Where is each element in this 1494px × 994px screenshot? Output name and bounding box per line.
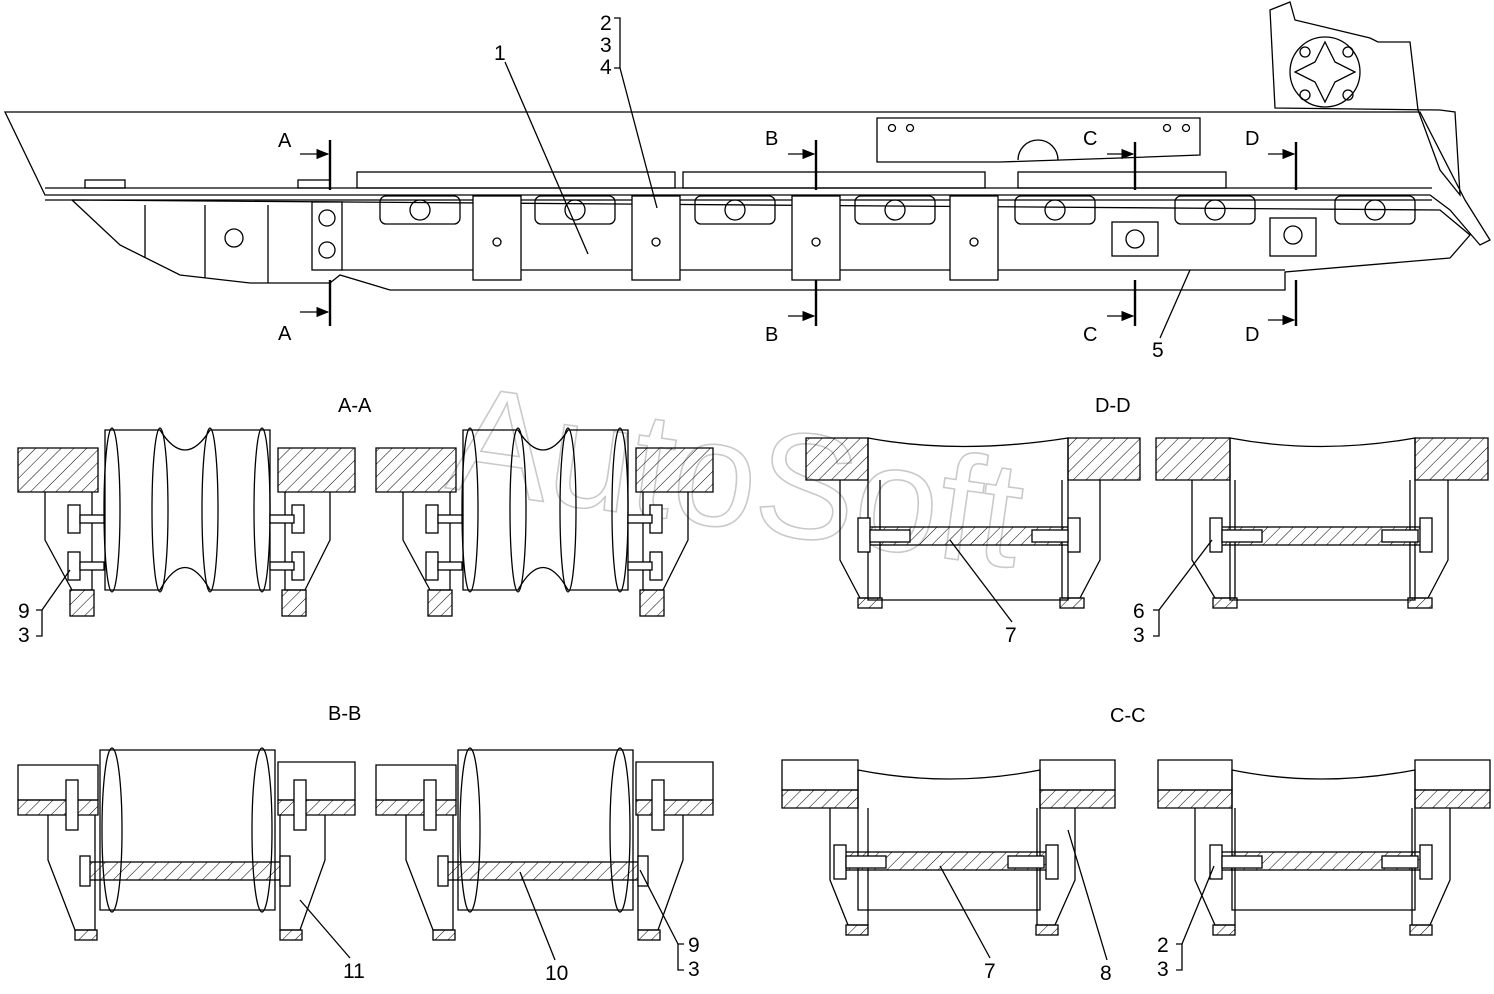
callout-3-cc: 3 xyxy=(1157,958,1169,981)
callout-8: 8 xyxy=(1100,962,1112,985)
callout-3-top: 3 xyxy=(600,34,612,57)
callout-1: 1 xyxy=(494,42,506,65)
section-letter-a-top: A xyxy=(278,130,292,152)
guard-brackets xyxy=(472,195,1317,281)
section-letter-c-top: C xyxy=(1083,128,1097,150)
section-letter-d-bottom: D xyxy=(1245,324,1259,346)
frame-beam xyxy=(3,111,1491,246)
section-lines xyxy=(300,140,1298,326)
callout-11: 11 xyxy=(343,960,365,983)
callout-2-cc: 2 xyxy=(1157,934,1169,957)
section-d-d: D-D 7 6 3 xyxy=(805,395,1489,647)
callout-3-dd: 3 xyxy=(1133,624,1145,647)
main-side-view: A A B B C C D D 1 2 3 4 5 xyxy=(3,1,1491,362)
view-title-c-c: C-C xyxy=(1110,705,1146,727)
section-letter-d-top: D xyxy=(1245,128,1259,150)
callout-6-dd: 6 xyxy=(1133,600,1145,623)
track-guard-body xyxy=(71,199,1471,291)
callout-4: 4 xyxy=(600,56,612,79)
section-b-b: B-B 11 10 9 3 xyxy=(17,703,714,985)
view-title-b-b: B-B xyxy=(328,703,361,725)
section-c-c: C-C 7 8 2 3 xyxy=(781,705,1491,985)
view-title-a-a: A-A xyxy=(338,395,372,417)
watermark-text: AutoSoft xyxy=(440,353,1033,599)
view-title-d-d: D-D xyxy=(1095,395,1131,417)
callout-2-top: 2 xyxy=(600,12,612,35)
section-letter-b-bottom: B xyxy=(765,324,778,346)
track-rollers xyxy=(379,195,1416,225)
callout-9-bb: 9 xyxy=(688,934,700,957)
section-letter-a-bottom: A xyxy=(278,323,292,345)
callout-3-aa: 3 xyxy=(18,624,30,647)
callout-7-cc: 7 xyxy=(984,960,996,983)
callout-5: 5 xyxy=(1152,339,1164,362)
callout-9-aa: 9 xyxy=(18,600,30,623)
sprocket-housing xyxy=(1269,1,1461,198)
callout-7-dd: 7 xyxy=(1005,624,1017,647)
callout-3-bb: 3 xyxy=(688,958,700,981)
section-a-a: A-A xyxy=(17,395,714,647)
section-letter-c-bottom: C xyxy=(1083,324,1097,346)
section-letter-b-top: B xyxy=(765,128,778,150)
callout-10: 10 xyxy=(545,962,568,985)
